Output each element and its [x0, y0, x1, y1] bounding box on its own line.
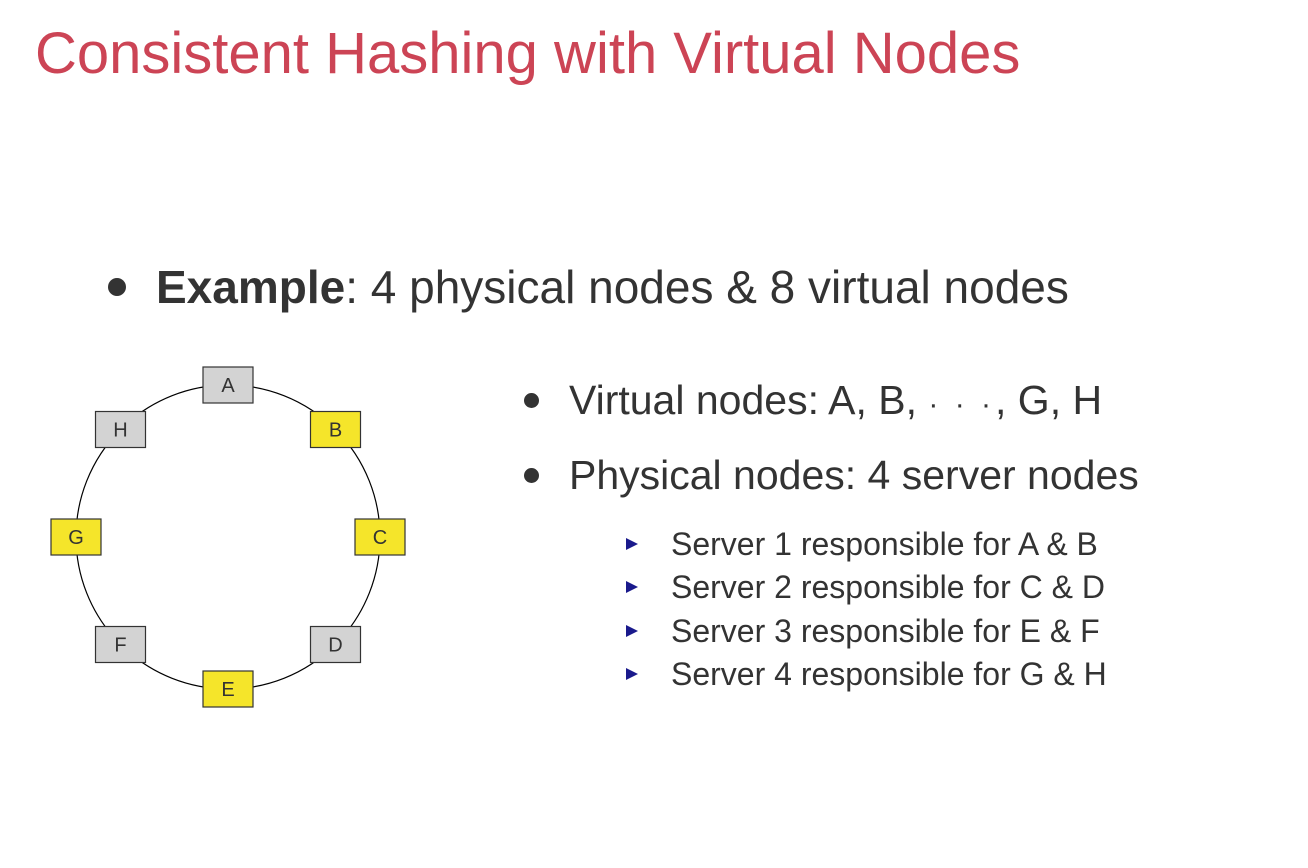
- ring-node-box: [202, 670, 254, 708]
- server-text: Server 2 responsible for C & D: [671, 568, 1105, 605]
- ellipsis: · · ·: [928, 387, 996, 421]
- server-item: Server 2 responsible for C & D: [626, 567, 1105, 607]
- virtual-nodes-end: , G, H: [995, 376, 1103, 423]
- hash-ring: [75, 384, 381, 690]
- ring-node-e: E: [202, 670, 254, 708]
- ring-node-label: A: [221, 375, 235, 397]
- ring-node-d: D: [309, 625, 362, 664]
- ring-node-h: H: [94, 410, 147, 449]
- triangle-bullet-icon: [626, 581, 638, 593]
- bullet-dot-icon: [524, 467, 539, 483]
- ring-node-label: B: [329, 420, 342, 442]
- virtual-nodes-text: Virtual nodes: A, B, · · ·, G, H: [569, 377, 1102, 424]
- ring-node-box: [50, 518, 102, 556]
- bullet-dot-icon: [524, 392, 539, 408]
- server-item: Server 4 responsible for G & H: [626, 654, 1107, 694]
- triangle-bullet-icon: [626, 625, 638, 637]
- ring-node-box: [94, 410, 147, 449]
- example-bullet: Example: 4 physical nodes & 8 virtual no…: [108, 256, 1069, 318]
- ring-node-b: B: [309, 410, 362, 449]
- ring-node-g: G: [50, 518, 102, 556]
- ring-node-label: G: [68, 527, 84, 549]
- physical-nodes-bullet: Physical nodes: 4 server nodes: [524, 449, 1139, 501]
- ring-node-label: H: [113, 420, 127, 442]
- ring-node-label: F: [114, 635, 126, 657]
- example-label: Example: [156, 261, 346, 313]
- ring-node-box: [309, 410, 362, 449]
- ring-node-box: [354, 518, 406, 556]
- ring-node-label: E: [221, 679, 234, 701]
- ring-node-f: F: [94, 625, 147, 664]
- server-text: Server 4 responsible for G & H: [671, 655, 1107, 692]
- virtual-nodes-start: Virtual nodes: A, B,: [569, 376, 917, 423]
- triangle-bullet-icon: [626, 668, 638, 680]
- ring-node-box: [202, 366, 254, 404]
- slide-title: Consistent Hashing with Virtual Nodes: [35, 21, 1021, 86]
- server-item: Server 1 responsible for A & B: [626, 524, 1098, 564]
- ring-node-label: C: [373, 527, 387, 549]
- ring-node-box: [94, 625, 147, 664]
- virtual-nodes-bullet: Virtual nodes: A, B, · · ·, G, H: [524, 374, 1102, 426]
- example-text: Example: 4 physical nodes & 8 virtual no…: [156, 260, 1069, 314]
- ring-node-c: C: [354, 518, 406, 556]
- bullet-dot-icon: [108, 278, 126, 296]
- ring-node-label: D: [328, 635, 342, 657]
- triangle-bullet-icon: [626, 538, 638, 550]
- server-text: Server 1 responsible for A & B: [671, 525, 1098, 562]
- ring-nodes: A B C D E F G H: [50, 366, 406, 708]
- ring-node-a: A: [202, 366, 254, 404]
- example-description: : 4 physical nodes & 8 virtual nodes: [345, 261, 1069, 313]
- ring-node-box: [309, 625, 362, 664]
- physical-nodes-text: Physical nodes: 4 server nodes: [569, 451, 1139, 498]
- server-text: Server 3 responsible for E & F: [671, 612, 1100, 649]
- server-item: Server 3 responsible for E & F: [626, 611, 1100, 651]
